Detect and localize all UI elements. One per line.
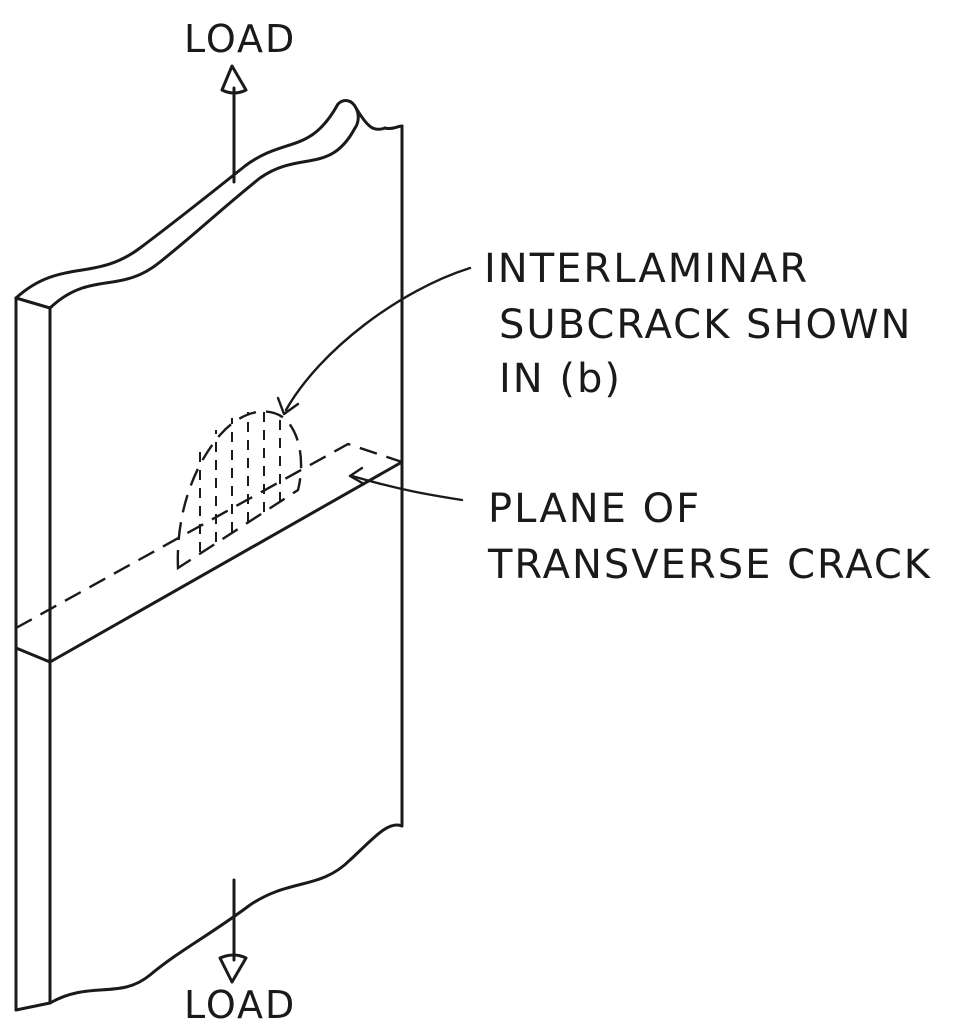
subcrack-label-line2: SUBCRACK SHOWN <box>499 302 912 348</box>
specimen-plate <box>14 99 404 1012</box>
plane-label-line1: PLANE OF <box>488 486 701 532</box>
crack-line <box>14 460 404 664</box>
subcrack-label-line3: IN (b) <box>499 356 622 402</box>
interlaminar-subcrack <box>176 410 303 571</box>
plane-label-line2: TRANSVERSE CRACK <box>487 542 932 588</box>
load-top-arrow <box>220 64 248 184</box>
subcrack-leader <box>276 266 472 416</box>
subcrack-label-line1: INTERLAMINAR <box>484 246 809 292</box>
load-bottom-label: LOAD <box>184 983 296 1027</box>
transverse-crack-plane <box>14 442 403 648</box>
load-bottom-arrow <box>218 878 248 984</box>
load-top-label: LOAD <box>184 17 296 61</box>
plane-leader <box>348 466 464 502</box>
